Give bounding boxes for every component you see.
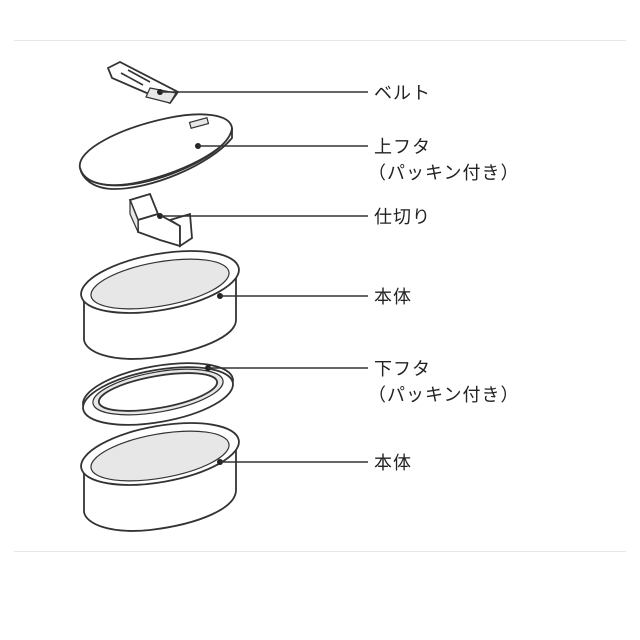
leader-upper-body (217, 293, 368, 299)
label-lower-lid-note: （パッキン付き） (368, 385, 519, 406)
leader-lower-lid (205, 365, 368, 371)
label-divider: 仕切り (374, 207, 431, 228)
divider-icon (128, 192, 193, 248)
label-lower-body: 本体 (374, 453, 412, 474)
label-belt: ベルト (374, 83, 431, 104)
label-upper-lid-note: （パッキン付き） (368, 163, 519, 184)
belt-icon (106, 60, 180, 105)
label-upper-body: 本体 (374, 287, 412, 308)
lower-lid-icon (82, 362, 234, 426)
upper-lid-icon (79, 113, 233, 190)
label-upper-lid: 上フタ (374, 137, 431, 158)
container-icon (80, 250, 240, 360)
label-lower-lid: 下フタ (374, 359, 431, 380)
leader-belt (157, 89, 368, 95)
container-icon (80, 422, 240, 532)
leader-lower-body (217, 459, 368, 465)
leader-divider (157, 213, 368, 219)
leader-upper-lid (195, 143, 368, 149)
